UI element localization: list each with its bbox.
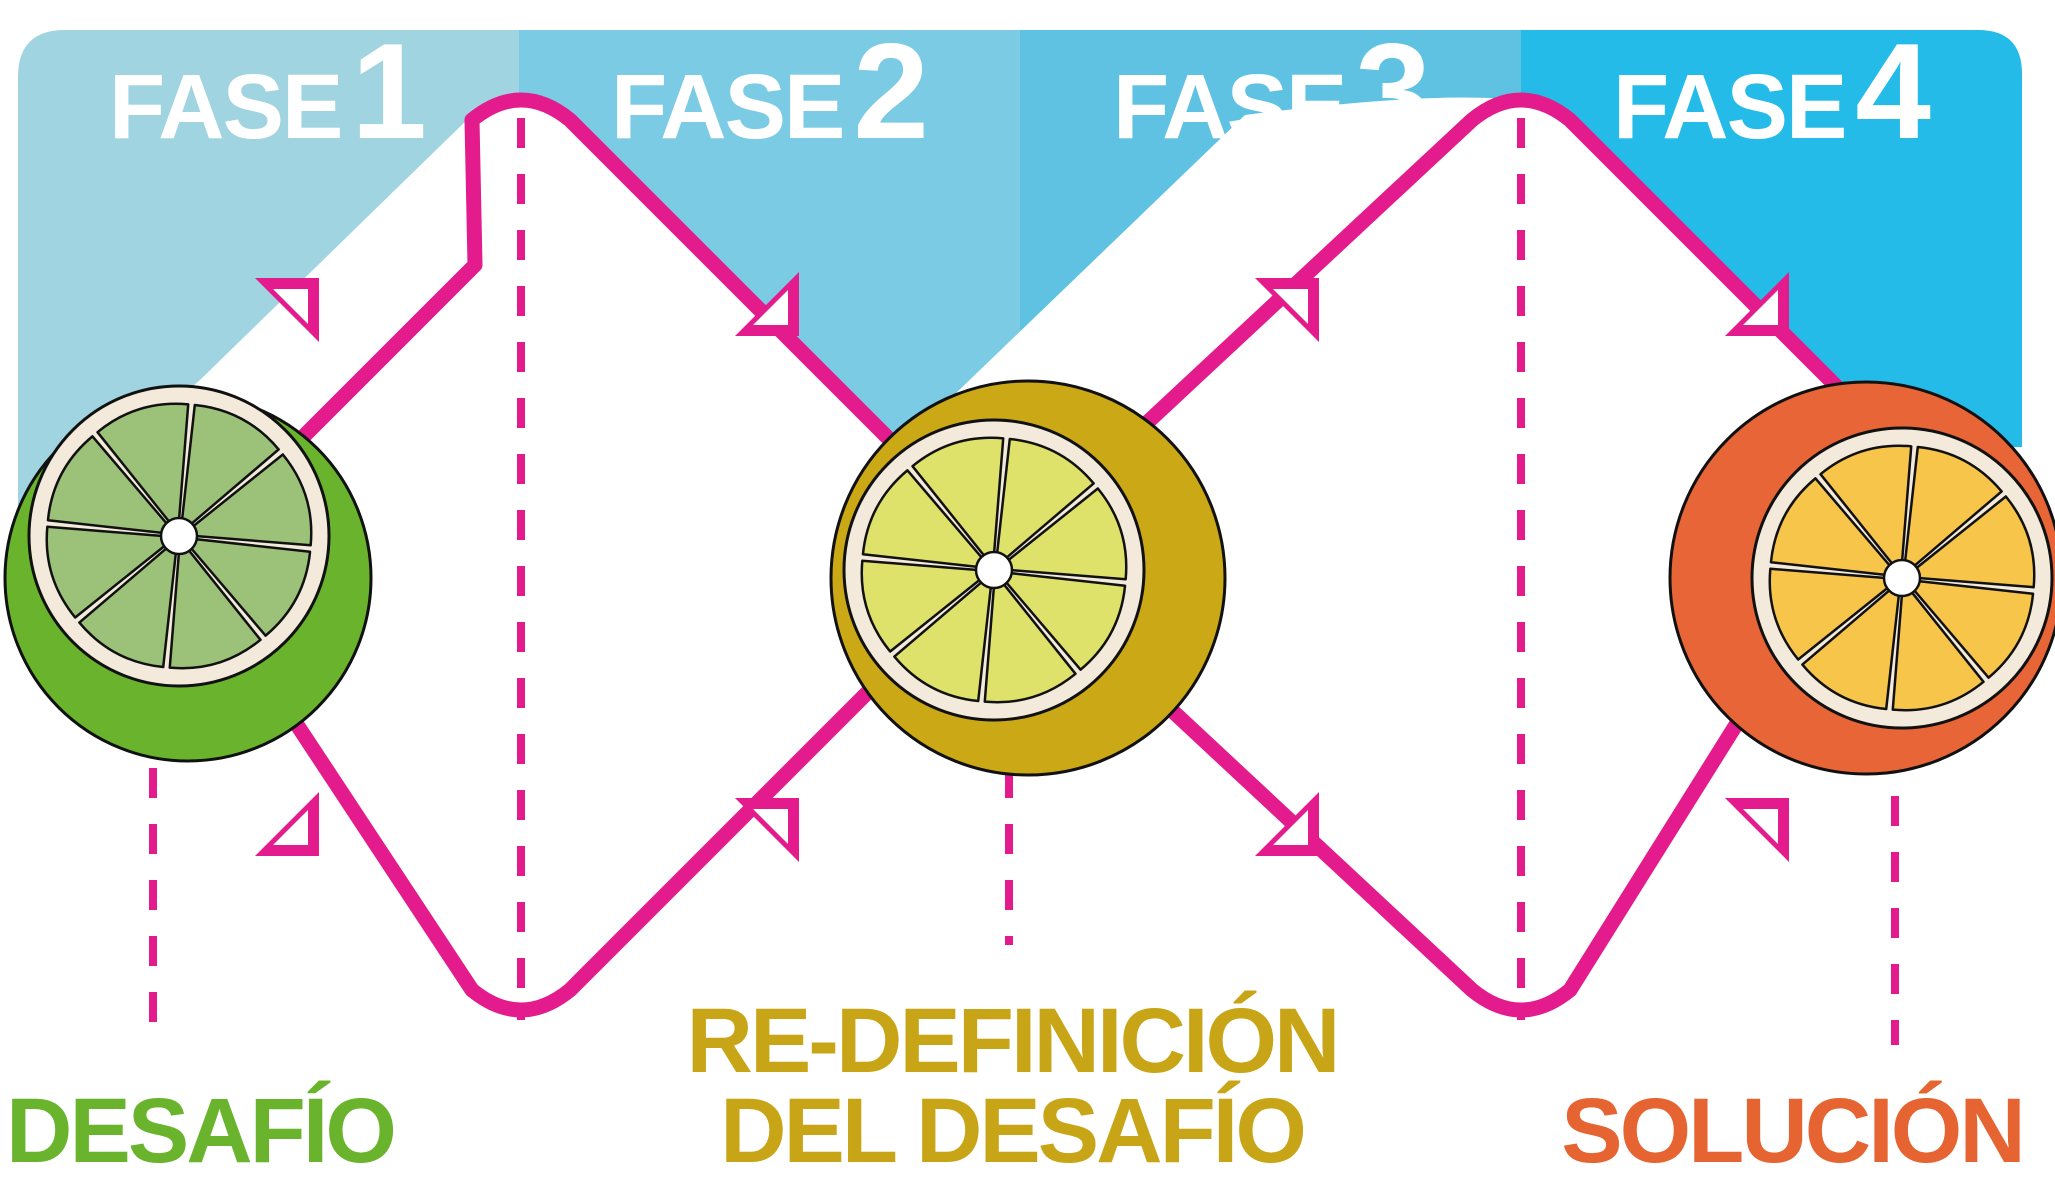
direction-arrows xyxy=(255,272,1789,862)
arrow-icon xyxy=(1725,798,1789,862)
fruit-segment xyxy=(1913,579,2035,679)
fruit-segment xyxy=(1801,589,1901,711)
fruit-segment xyxy=(983,583,1077,704)
fruit-segment xyxy=(1819,444,1913,565)
fruit-segment xyxy=(180,403,280,525)
fruit-segment xyxy=(1891,591,1985,712)
fruit-segment xyxy=(78,547,178,669)
arrow-icon xyxy=(735,272,799,336)
fruit-core xyxy=(1882,558,1922,598)
phase-4-title: FASE4 xyxy=(1613,15,1931,167)
phase-titles: FASE1 FASE2 FASE3 FASE4 xyxy=(109,15,1931,167)
fruit-segment xyxy=(192,453,313,547)
arrow-icon xyxy=(255,792,319,856)
diamond-1-outline xyxy=(177,92,1013,1018)
phase-2-title: FASE2 xyxy=(611,15,929,167)
fruit-segment xyxy=(995,437,1095,559)
fruit-segment xyxy=(46,435,168,535)
fruit-segment xyxy=(96,402,190,523)
fruit-segment xyxy=(860,559,981,653)
lime-icon xyxy=(3,384,373,763)
arrow-icon xyxy=(1725,272,1789,336)
fruit-segment xyxy=(893,581,993,703)
arrow-icon xyxy=(1255,792,1319,856)
stage-label-solution: SOLUCIÓN xyxy=(1561,1079,2023,1180)
phase-3-title: FASE3 xyxy=(1113,15,1431,167)
stage-label-challenge: DESAFÍO xyxy=(6,1079,394,1180)
fruit-core xyxy=(159,516,199,556)
fruit-segment xyxy=(911,436,1005,557)
orange-icon xyxy=(1668,380,2055,776)
arrow-icon xyxy=(1255,278,1319,342)
fruit-segment xyxy=(190,537,312,637)
phase-divider-lines xyxy=(149,118,1899,1045)
stage-label-redefinition-line-1: RE-DEFINICIÓN xyxy=(687,989,1338,1092)
fruit-core xyxy=(974,550,1014,590)
fruit-segment xyxy=(1769,477,1891,577)
fruit-segment xyxy=(861,469,983,569)
lemon-icon xyxy=(829,379,1227,777)
fruit-segment xyxy=(1915,495,2036,589)
arrow-icon xyxy=(255,278,319,342)
stage-label-redefinition-line-2: DEL DESAFÍO xyxy=(720,1079,1304,1180)
fruit-segment xyxy=(1903,445,2003,567)
fruit-segment xyxy=(45,525,166,619)
arrow-icon xyxy=(735,798,799,862)
fruit-segment xyxy=(1005,571,1127,671)
phase-1-title: FASE1 xyxy=(109,15,427,167)
fruit-segment xyxy=(1007,487,1128,581)
fruit-segment xyxy=(1768,567,1889,661)
fruit-segment xyxy=(168,549,262,670)
